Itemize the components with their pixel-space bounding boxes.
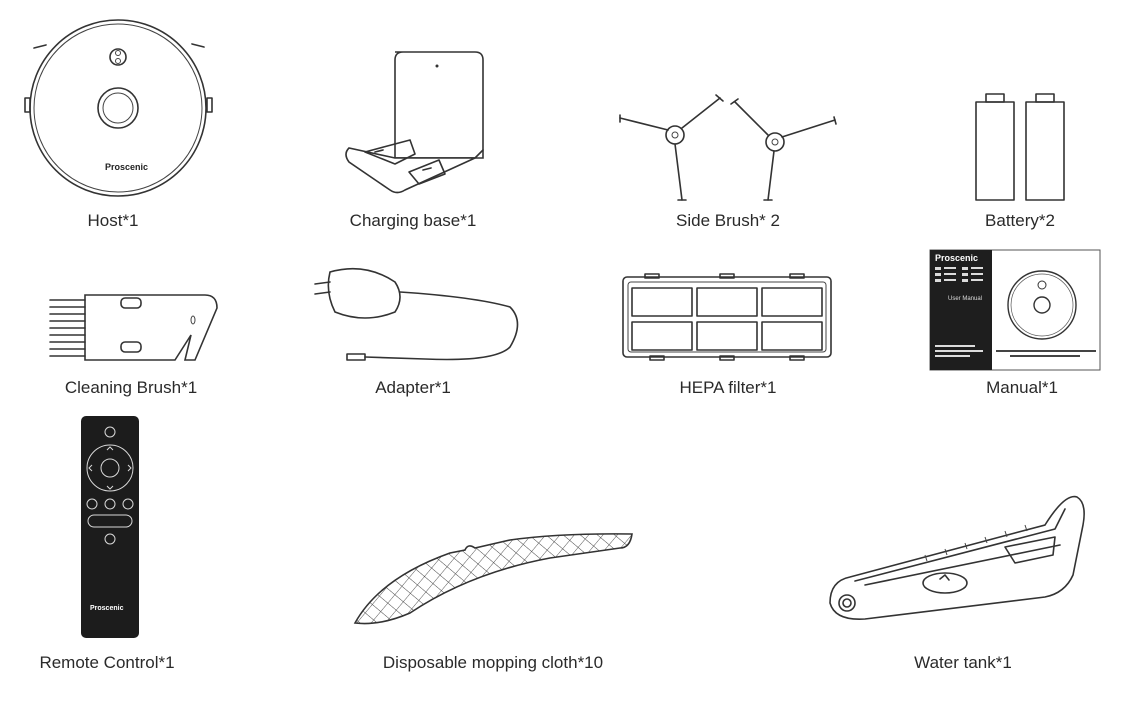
mopping-cloth-icon — [353, 533, 633, 625]
water-tank-item — [825, 485, 1090, 625]
side-brush-icon — [619, 94, 837, 201]
cleaning-brush-label: Cleaning Brush*1 — [64, 378, 198, 397]
side-brush-label: Side Brush* 2 — [676, 211, 780, 230]
charging-base-label: Charging base*1 — [349, 211, 477, 230]
charging-base-item — [335, 40, 495, 200]
mopping-cloth-label: Disposable mopping cloth*10 — [382, 653, 604, 672]
hepa-filter-item — [620, 272, 835, 362]
remote-control-item: Proscenic — [80, 415, 140, 640]
cleaning-brush-icon — [49, 294, 218, 361]
water-tank-label: Water tank*1 — [914, 653, 1012, 672]
host-brand-logo: Proscenic — [105, 162, 149, 172]
manual-brand-logo: Proscenic — [935, 253, 979, 263]
remote-control-icon — [81, 416, 139, 638]
remote-brand-logo: Proscenic — [90, 605, 124, 612]
robot-vacuum-icon — [24, 19, 213, 197]
manual-label: Manual*1 — [986, 378, 1058, 397]
remote-control-label: Remote Control*1 — [39, 653, 175, 672]
adapter-item — [305, 262, 530, 372]
battery-label: Battery*2 — [985, 211, 1055, 230]
host-item: Proscenic — [20, 18, 220, 198]
hepa-filter-icon — [622, 273, 832, 361]
hepa-filter-label: HEPA filter*1 — [679, 378, 777, 397]
mopping-cloth-item — [350, 528, 640, 628]
manual-subtitle: User Manual — [948, 296, 983, 302]
adapter-label: Adapter*1 — [375, 378, 451, 397]
battery-item — [970, 90, 1070, 205]
host-label: Host*1 — [87, 211, 139, 230]
cleaning-brush-item — [45, 290, 225, 370]
charging-base-icon — [345, 51, 484, 194]
manual-item: Proscenic User Manual — [929, 249, 1101, 371]
water-tank-icon — [829, 495, 1085, 620]
manual-icon — [929, 249, 1101, 371]
adapter-icon — [314, 267, 519, 361]
side-brush-item — [610, 90, 850, 205]
battery-icon — [975, 93, 1065, 201]
